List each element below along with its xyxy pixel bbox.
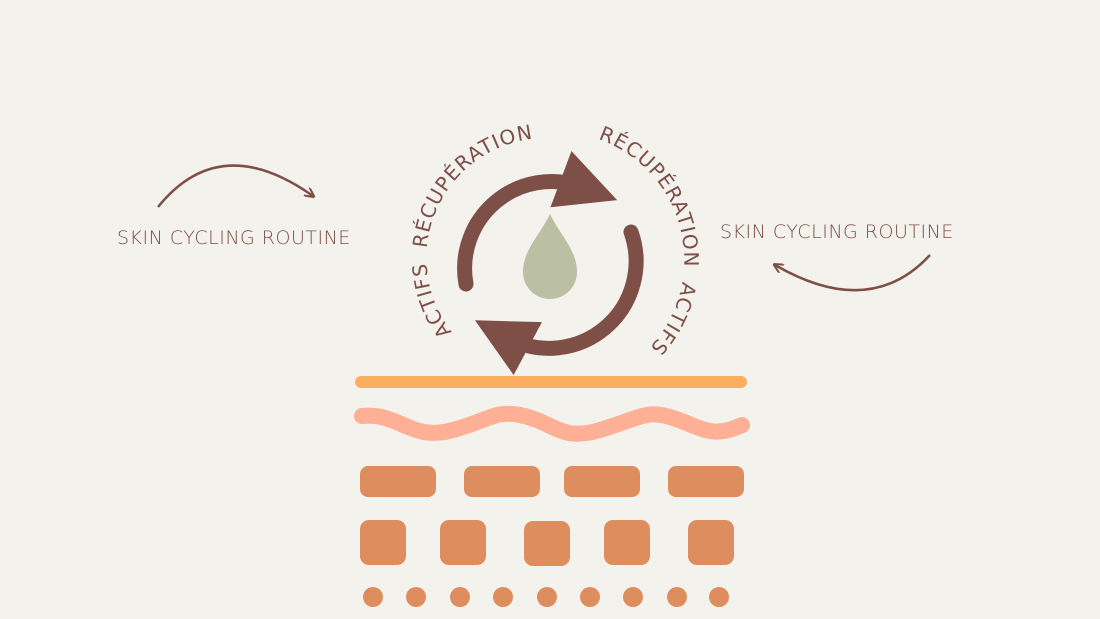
skin-dots-row xyxy=(363,587,729,607)
left-label: SKIN CYCLING ROUTINE xyxy=(117,227,351,249)
skin-dot xyxy=(450,587,470,607)
skin-cell xyxy=(360,466,436,497)
skin-dot xyxy=(406,587,426,607)
right-curved-arrow-icon xyxy=(775,254,931,292)
skin-cell xyxy=(360,520,406,565)
droplet-icon xyxy=(523,214,577,299)
skin-dot xyxy=(709,587,729,607)
skin-cell xyxy=(564,466,640,497)
cycle-arrow-top-icon xyxy=(457,151,618,292)
skin-dot xyxy=(493,587,513,607)
skin-cell xyxy=(604,520,650,565)
left-curved-arrow-icon xyxy=(157,164,313,208)
right-label: SKIN CYCLING ROUTINE xyxy=(720,221,954,243)
skin-cell xyxy=(688,520,734,565)
skin-dot xyxy=(537,587,557,607)
skin-cells-row-2 xyxy=(360,520,734,566)
skin-cell xyxy=(668,466,744,497)
skin-cell xyxy=(464,466,540,497)
skin-dot xyxy=(363,587,383,607)
cycle-arrow-bottom-icon xyxy=(474,224,644,376)
skin-dot xyxy=(623,587,643,607)
skin-cells-row-1 xyxy=(360,466,744,497)
skin-dot xyxy=(580,587,600,607)
skin-dot xyxy=(667,587,687,607)
skin-cell xyxy=(524,521,570,566)
skin-wave-layer xyxy=(354,405,750,442)
skin-cell xyxy=(440,520,486,565)
